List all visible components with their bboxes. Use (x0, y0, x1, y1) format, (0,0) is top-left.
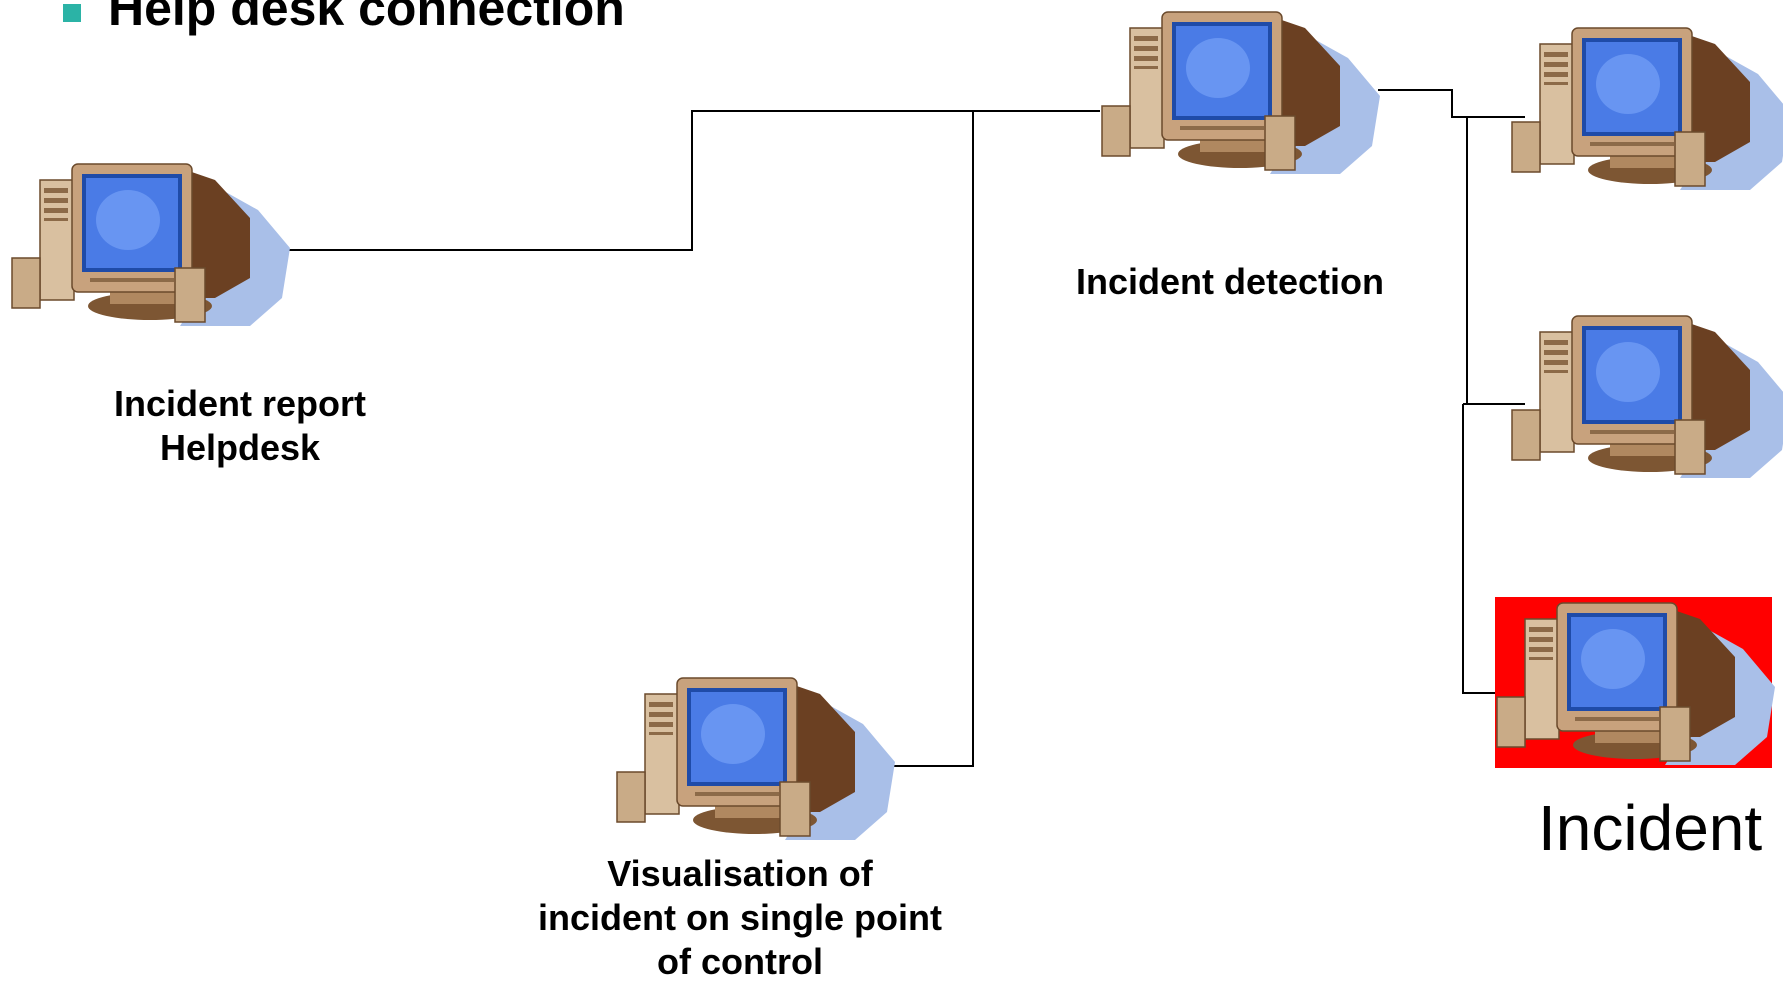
detection-computer-icon (1101, 11, 1380, 175)
line-visualisation-to-bus (893, 111, 974, 767)
helpdesk-label: Incident report Helpdesk (113, 383, 367, 468)
visualisation-computer-icon (616, 677, 895, 841)
incident-label: Incident (1538, 792, 1763, 864)
helpdesk-computer-icon (11, 163, 290, 327)
middle-client-computer-icon (1511, 315, 1783, 479)
detection-label: Incident detection (1075, 261, 1385, 302)
top-client-computer-icon (1511, 27, 1783, 191)
connection-lines (285, 89, 1525, 767)
title-bullet (63, 4, 81, 22)
page-title: Help desk connection (108, 0, 625, 36)
line-to-incident-client (1462, 404, 1505, 694)
visualisation-label: Visualisation of incident on single poin… (538, 853, 942, 982)
line-detection-to-top-client (1378, 89, 1525, 118)
line-helpdesk-to-detection (285, 110, 1100, 251)
